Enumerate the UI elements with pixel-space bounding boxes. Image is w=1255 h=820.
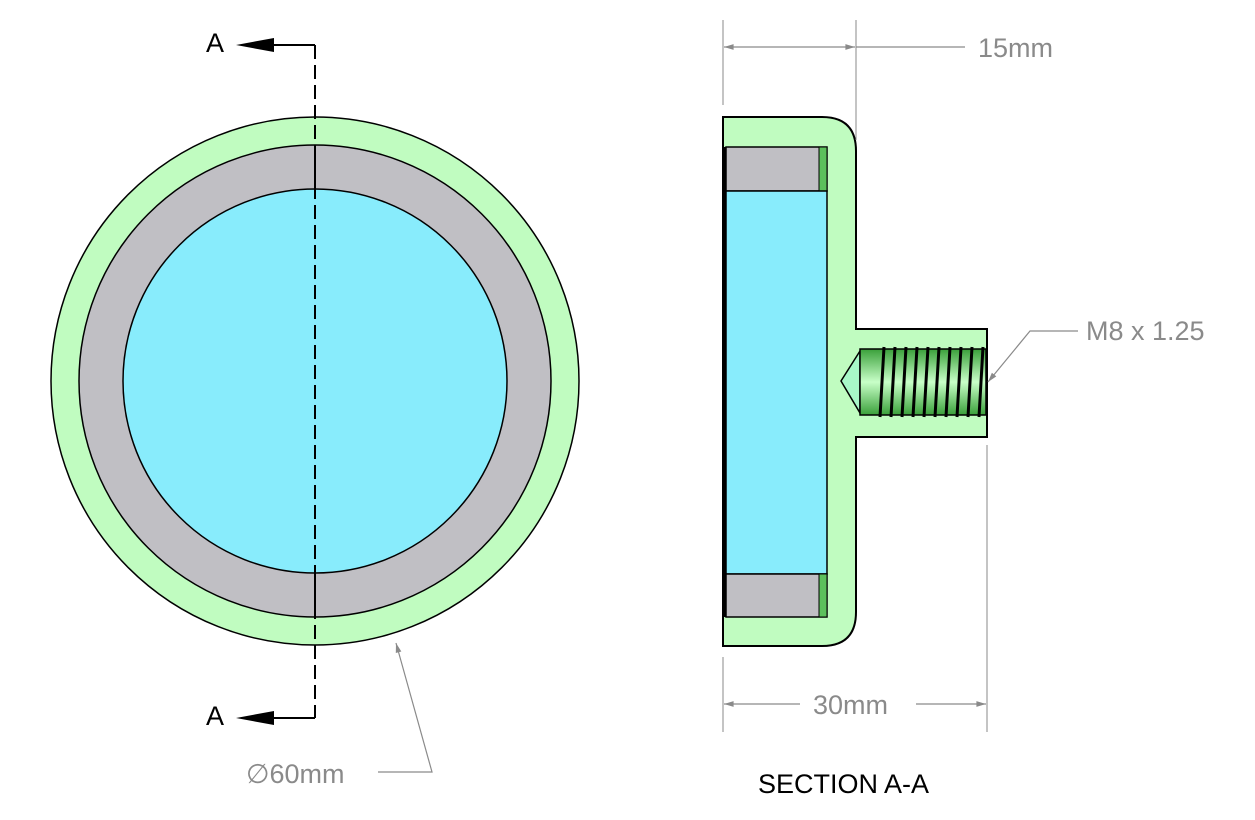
section-marker-top: A	[206, 28, 224, 58]
width-dimension: 30mm	[813, 690, 888, 720]
thread-callout: M8 x 1.25	[1086, 316, 1205, 346]
thread-lines	[878, 346, 985, 418]
section-arrow-bottom	[236, 711, 274, 725]
section-marker-bottom: A	[206, 701, 224, 731]
diameter-leader	[378, 642, 433, 773]
depth-dimension: 15mm	[978, 33, 1053, 63]
insert-bottom	[725, 573, 828, 618]
section-title: SECTION A-A	[758, 769, 929, 799]
magnet-section	[725, 190, 828, 575]
diameter-dimension: ∅60mm	[246, 759, 345, 789]
section-arrow-top	[236, 38, 274, 52]
front-view: A A ∅60mm	[50, 28, 580, 789]
threaded-hole	[859, 348, 987, 416]
insert-top	[725, 146, 828, 192]
section-view: 15mm 30mm M8 x 1.25 SECTION A-A	[722, 20, 1205, 799]
thread-leader	[987, 330, 1078, 383]
